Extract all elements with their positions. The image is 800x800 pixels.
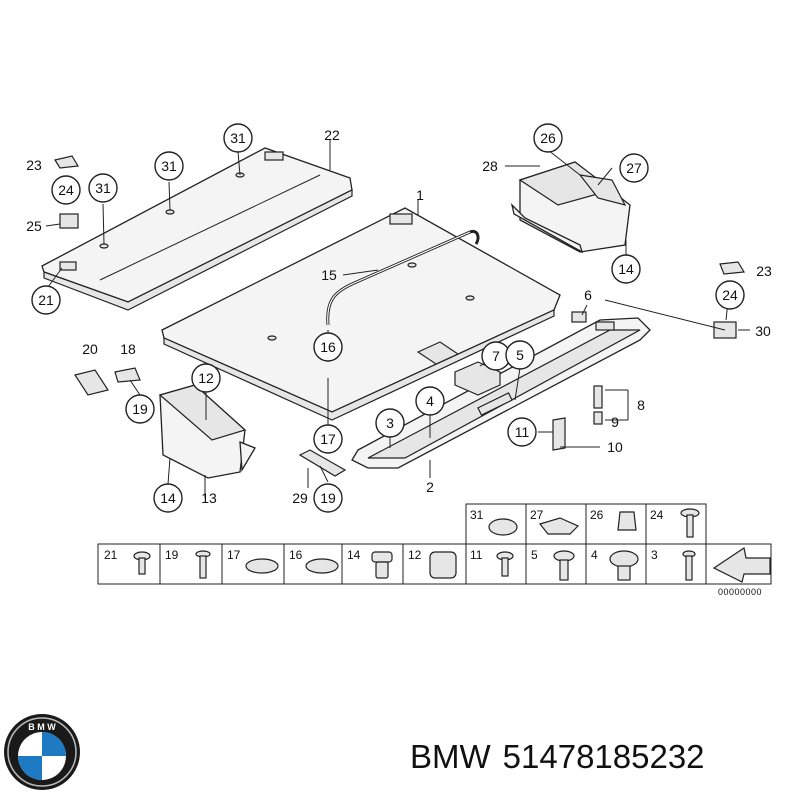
cover-cap [454,361,501,396]
callout-22: 22 [324,127,340,143]
callout-1: 1 [416,187,424,203]
callout-5: 5 [516,347,524,363]
legend-17: 17 [227,548,241,562]
legend-27: 27 [530,508,544,522]
callout-16: 16 [320,339,336,355]
legend-21: 21 [104,548,118,562]
callout-3: 3 [386,415,394,431]
bmw-logo: B M W [4,714,80,790]
callout-19: 19 [132,401,148,417]
legend-3: 3 [651,548,658,562]
callout-17: 17 [320,431,336,447]
screw-8 [593,385,603,409]
legend-24: 24 [650,508,664,522]
callout-31: 31 [95,180,111,196]
callout-29: 29 [292,490,308,506]
callout-11: 11 [515,424,530,440]
callout-27: 27 [626,160,642,176]
drawing-number: 00000000 [718,587,762,597]
clip-20 [74,369,109,396]
callout-28: 28 [482,158,498,174]
callout-6: 6 [584,287,592,303]
callout-30: 30 [755,323,771,339]
callout-25: 25 [26,218,42,234]
callout-19: 19 [320,490,336,506]
legend-26: 26 [590,508,604,522]
legend-4: 4 [591,548,598,562]
callout-12: 12 [198,370,214,386]
callout-10: 10 [607,439,623,455]
callout-31: 31 [230,130,246,146]
clip-23b [719,261,746,275]
callout-9: 9 [611,414,619,430]
clip-23a [54,155,79,169]
storage-box [510,161,631,254]
callout-21: 21 [38,292,54,308]
legend-16: 16 [289,548,303,562]
callout-4: 4 [426,393,434,409]
callout-15: 15 [321,267,337,283]
callout-24: 24 [58,182,74,198]
arrow-icon [712,547,771,583]
part-caption: BMW 51478185232 [410,738,717,776]
callouts: 31 22 23 31 24 31 25 21 1 15 16 17 26 27… [26,123,772,513]
legend-top-row: 31 27 26 24 [465,503,707,545]
plug-6 [571,311,587,323]
legend-31: 31 [470,508,484,522]
legend-5: 5 [531,548,538,562]
callout-18: 18 [120,341,136,357]
storage-bin [158,384,256,479]
clip-25 [59,213,79,229]
part-number: 51478185232 [502,738,705,775]
rivet-9 [593,411,603,425]
callout-7: 7 [492,348,500,364]
clip-18 [114,367,141,383]
callout-31: 31 [161,158,177,174]
leader-lines [45,140,750,498]
callout-26: 26 [540,130,556,146]
callout-24: 24 [722,287,738,303]
callout-20: 20 [82,341,98,357]
callout-14: 14 [160,490,176,506]
callout-13: 13 [201,490,217,506]
floor-panel [161,207,561,421]
bracket-10 [552,417,566,451]
clip-29 [298,449,347,477]
legend-bottom-row: 21 19 17 16 14 12 11 5 4 3 00000000 [97,543,772,597]
brand-name: BMW [410,738,491,775]
callout-2: 2 [426,479,434,495]
bumper-trim [351,317,651,469]
callout-8: 8 [637,397,645,413]
legend-19: 19 [165,548,179,562]
legend-14: 14 [347,548,361,562]
callout-14: 14 [618,261,634,277]
callout-23: 23 [26,157,42,173]
legend-12: 12 [408,548,422,562]
legend-11: 11 [470,548,483,562]
svg-text:B M W: B M W [28,722,56,732]
callout-23: 23 [756,263,772,279]
